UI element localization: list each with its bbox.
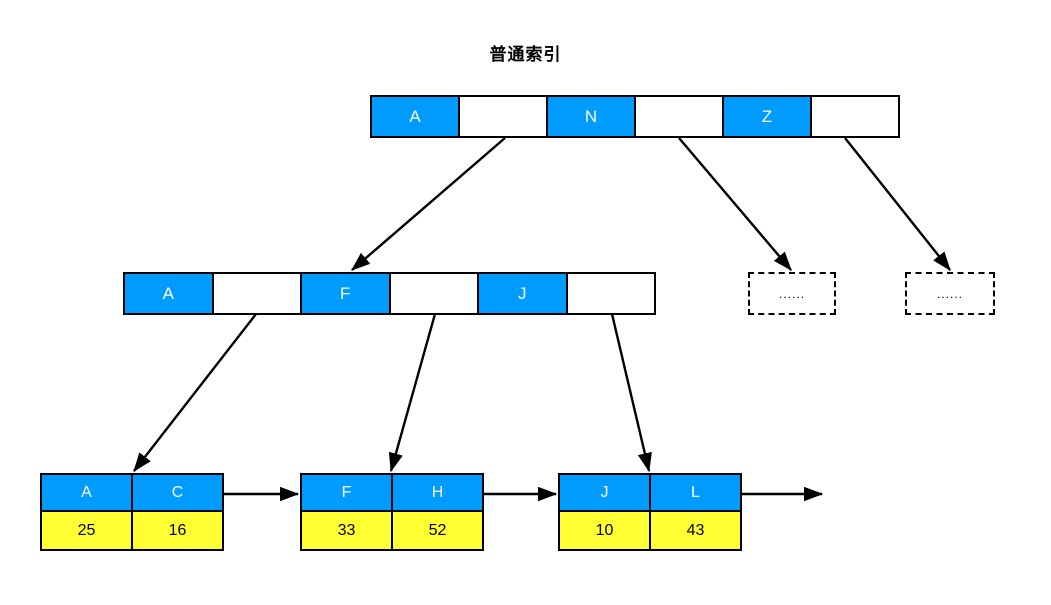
leaf-2-value-0[interactable]: 33 bbox=[302, 512, 393, 549]
leaf-1-key-row: A C bbox=[42, 475, 222, 512]
branch-cell-key-2[interactable]: F bbox=[302, 274, 391, 313]
root-cell-ptr-3[interactable] bbox=[636, 97, 724, 136]
edge-branch-to-leaf-1 bbox=[133, 313, 257, 472]
leaf-2-key-row: F H bbox=[302, 475, 482, 512]
root-cell-key-0[interactable]: A bbox=[372, 97, 460, 136]
branch-cell-ptr-5[interactable] bbox=[567, 274, 654, 313]
edge-root-to-placeholder-1 bbox=[678, 137, 792, 271]
leaf-3-key-1[interactable]: L bbox=[651, 475, 740, 510]
page-title: 普通索引 bbox=[489, 45, 562, 64]
leaf-2-key-1[interactable]: H bbox=[393, 475, 482, 510]
leaf-3-value-1[interactable]: 43 bbox=[651, 512, 740, 549]
leaf-2-key-0[interactable]: F bbox=[302, 475, 393, 510]
leaf-node-3[interactable]: J L 10 43 bbox=[558, 473, 742, 551]
root-cell-key-4[interactable]: Z bbox=[724, 97, 812, 136]
branch-cell-ptr-1[interactable] bbox=[213, 274, 302, 313]
leaf-3-key-row: J L bbox=[560, 475, 740, 512]
branch-cell-key-0[interactable]: A bbox=[125, 274, 214, 313]
root-cell-key-2[interactable]: N bbox=[548, 97, 636, 136]
branch-index-node[interactable]: A F J bbox=[123, 272, 656, 315]
branch-cell-ptr-3[interactable] bbox=[390, 274, 479, 313]
edge-root-to-placeholder-2 bbox=[844, 137, 951, 271]
leaf-1-key-1[interactable]: C bbox=[133, 475, 222, 510]
placeholder-node-2[interactable]: ...... bbox=[905, 272, 995, 315]
placeholder-node-1[interactable]: ...... bbox=[748, 272, 836, 315]
leaf-2-value-row: 33 52 bbox=[302, 512, 482, 549]
leaf-3-key-0[interactable]: J bbox=[560, 475, 651, 510]
root-index-node[interactable]: A N Z bbox=[370, 95, 900, 138]
leaf-2-value-1[interactable]: 52 bbox=[393, 512, 482, 549]
leaf-1-value-0[interactable]: 25 bbox=[42, 512, 133, 549]
leaf-node-1[interactable]: A C 25 16 bbox=[40, 473, 224, 551]
root-cell-ptr-1[interactable] bbox=[460, 97, 548, 136]
leaf-1-key-0[interactable]: A bbox=[42, 475, 133, 510]
branch-cell-key-4[interactable]: J bbox=[479, 274, 568, 313]
leaf-3-value-0[interactable]: 10 bbox=[560, 512, 651, 549]
edge-root-to-branch bbox=[351, 137, 506, 271]
root-cell-ptr-5[interactable] bbox=[812, 97, 898, 136]
leaf-node-2[interactable]: F H 33 52 bbox=[300, 473, 484, 551]
edge-branch-to-leaf-2 bbox=[388, 313, 437, 473]
leaf-1-value-1[interactable]: 16 bbox=[133, 512, 222, 549]
edge-branch-to-leaf-3 bbox=[610, 313, 652, 473]
leaf-1-value-row: 25 16 bbox=[42, 512, 222, 549]
leaf-3-value-row: 10 43 bbox=[560, 512, 740, 549]
